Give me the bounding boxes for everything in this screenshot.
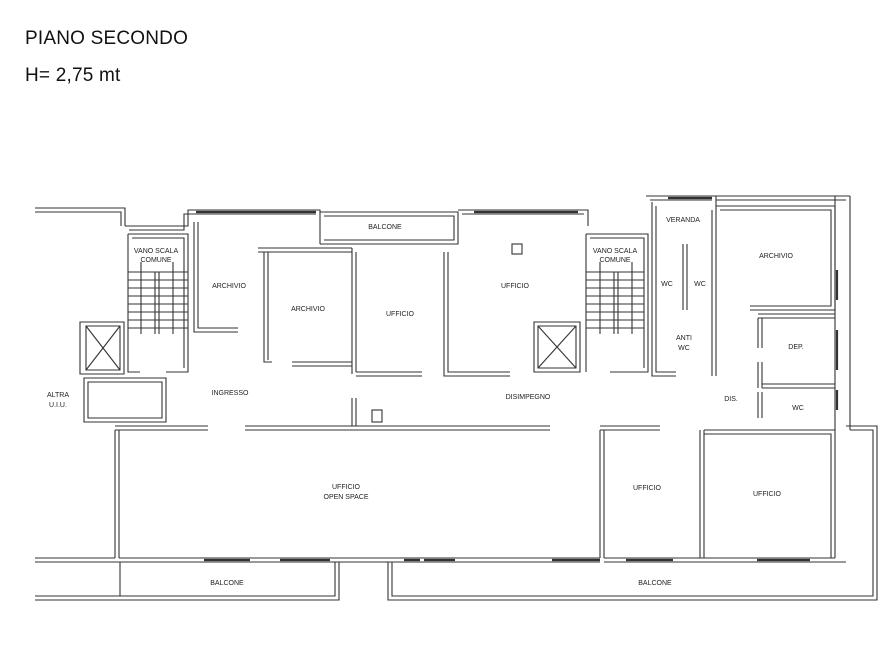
label-ufficio-4: UFFICIO (753, 491, 782, 498)
label-altra-uiu: ALTRA (47, 392, 69, 399)
walls (35, 195, 878, 601)
label-dep: DEP. (788, 344, 803, 351)
label-wc-3: WC (792, 405, 804, 412)
label-balcone-bottom-right: BALCONE (638, 580, 672, 587)
label-archivio-2: ARCHIVIO (291, 306, 325, 313)
label-balcone-bottom-left: BALCONE (210, 580, 244, 587)
label-ufficio-1: UFFICIO (386, 311, 415, 318)
label-disimpegno: DISIMPEGNO (506, 394, 551, 401)
label-balcone-top: BALCONE (368, 224, 402, 231)
label-anti-wc: ANTI (676, 335, 692, 342)
label-ufficio-2: UFFICIO (501, 283, 530, 290)
label-ufficio-3: UFFICIO (633, 485, 662, 492)
label-vano-scala-2: VANO SCALA (593, 248, 638, 255)
stairs-2 (586, 262, 644, 334)
svg-text:OPEN SPACE: OPEN SPACE (324, 494, 369, 501)
label-wc-1: WC (661, 281, 673, 288)
svg-text:COMUNE: COMUNE (140, 257, 171, 264)
label-archivio-3: ARCHIVIO (759, 253, 793, 260)
room-labels: VANO SCALA COMUNE ARCHIVIO ARCHIVIO BALC… (47, 217, 804, 587)
label-veranda: VERANDA (666, 217, 700, 224)
label-ingresso: INGRESSO (212, 390, 250, 397)
ceiling-height-label: H= 2,75 mt (25, 65, 121, 86)
svg-text:U.I.U.: U.I.U. (49, 402, 67, 409)
svg-text:WC: WC (678, 345, 690, 352)
label-ufficio-open-space: UFFICIO (332, 484, 361, 491)
label-dis: DIS. (724, 396, 738, 403)
label-archivio-1: ARCHIVIO (212, 283, 246, 290)
svg-text:COMUNE: COMUNE (599, 257, 630, 264)
stairs-1 (128, 262, 188, 334)
label-wc-2: WC (694, 281, 706, 288)
floor-title: PIANO SECONDO (25, 28, 189, 49)
label-vano-scala-1: VANO SCALA (134, 248, 179, 255)
